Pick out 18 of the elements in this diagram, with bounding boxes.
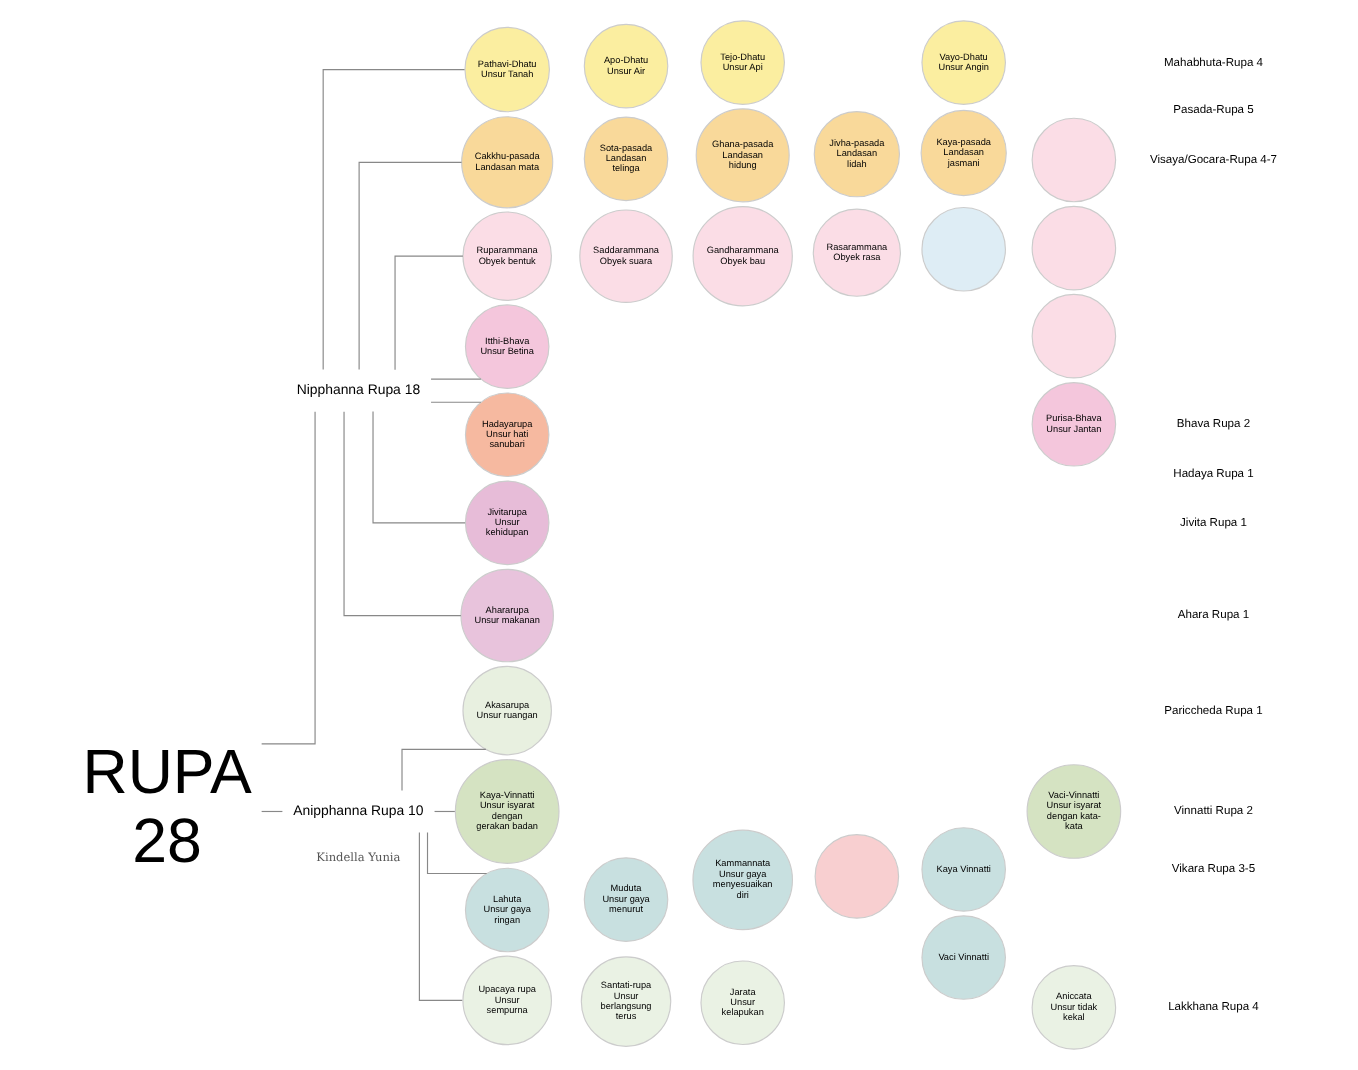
connector (358, 161, 463, 371)
connector (430, 378, 482, 380)
connector (418, 831, 463, 1002)
connector (426, 831, 488, 875)
connector (394, 255, 464, 371)
connector (372, 411, 466, 524)
connector (261, 810, 283, 813)
connector (322, 69, 466, 371)
node-circle (1031, 293, 1117, 379)
node-circle (1031, 117, 1117, 203)
node-circle (921, 206, 1006, 292)
connector (433, 810, 456, 813)
connector (343, 411, 462, 617)
connector (430, 401, 482, 403)
connector (261, 411, 316, 745)
node-circle (814, 834, 900, 919)
node-text: RUPA 28 (82, 737, 252, 876)
node-circle (1031, 205, 1117, 291)
